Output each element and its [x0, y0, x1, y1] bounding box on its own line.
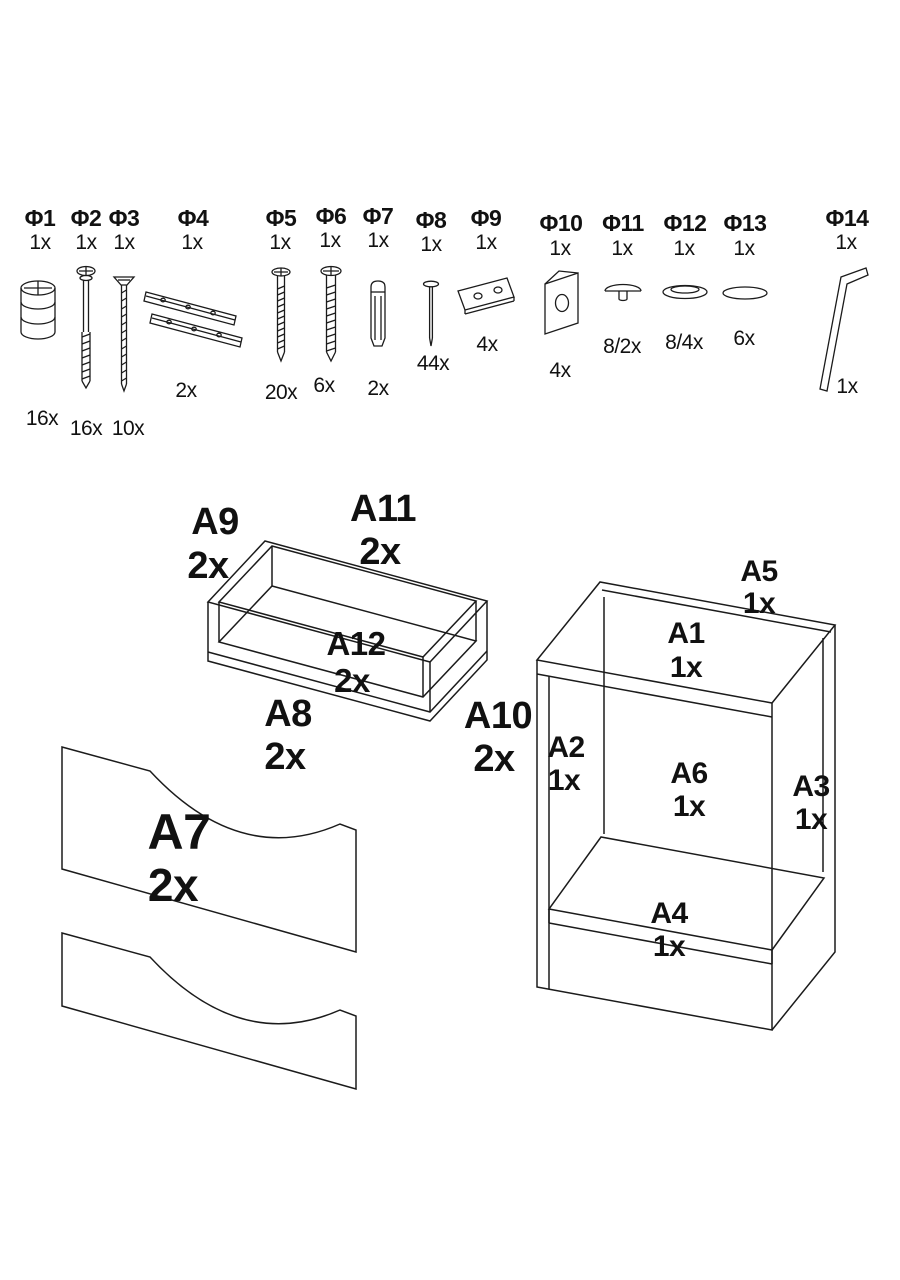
phi6-label: Φ6 — [315, 203, 347, 229]
phi5-unit-count: 1x — [269, 231, 291, 254]
drawer-slide-rails-icon — [143, 291, 243, 348]
wood-screw-long-icon — [271, 267, 291, 363]
a12-label: A12 — [326, 625, 386, 662]
phi12-total-count: 8/4x — [665, 331, 703, 354]
a1-count: 1x — [669, 651, 703, 684]
long-screw-icon — [112, 276, 136, 393]
a9-count: 2x — [187, 545, 229, 587]
phi6-total-count: 6x — [313, 374, 335, 397]
phi9-unit-count: 1x — [475, 231, 497, 254]
cam-lock-icon — [20, 280, 56, 340]
a6-label: A6 — [670, 757, 708, 790]
phi11-total-count: 8/2x — [603, 335, 641, 358]
phi14-label: Φ14 — [825, 205, 869, 231]
a6-count: 1x — [672, 790, 706, 823]
nail-icon — [422, 280, 440, 347]
phi4-unit-count: 1x — [181, 231, 203, 254]
phi2-label: Φ2 — [70, 205, 102, 231]
wood-screw-short-icon — [320, 265, 342, 363]
a11-count: 2x — [359, 531, 401, 573]
a3-label: A3 — [792, 770, 830, 803]
a2-count: 1x — [547, 764, 581, 797]
drawer-box-drawing — [206, 540, 489, 722]
hardware-icons — [20, 265, 869, 393]
phi10-label: Φ10 — [539, 210, 583, 236]
cabinet-drawing — [535, 581, 837, 1031]
phi9-total-count: 4x — [476, 333, 498, 356]
allen-key-icon — [819, 267, 869, 392]
phi14-unit-count: 1x — [835, 231, 857, 254]
phi3-total-count: 10x — [111, 417, 145, 440]
phi8-unit-count: 1x — [420, 233, 442, 256]
phi4-label: Φ4 — [177, 205, 209, 231]
cam-bolt-icon — [76, 265, 96, 390]
cover-cap-icon — [662, 284, 708, 300]
phi1-label: Φ1 — [24, 205, 56, 231]
drawer-front-panels-drawing — [61, 746, 357, 1090]
phi14-total-count: 1x — [836, 375, 858, 398]
phi2-total-count: 16x — [69, 417, 103, 440]
phi1-total-count: 16x — [25, 407, 59, 430]
a2-label: A2 — [547, 731, 585, 764]
a1-label: A1 — [667, 617, 705, 650]
phi8-total-count: 44x — [416, 352, 450, 375]
cover-cap-flat-icon — [722, 286, 768, 300]
corner-bracket-icon — [544, 270, 579, 335]
a9-label: A9 — [191, 501, 239, 543]
phi2-unit-count: 1x — [75, 231, 97, 254]
phi7-unit-count: 1x — [367, 229, 389, 252]
phi12-label: Φ12 — [663, 210, 707, 236]
phi13-total-count: 6x — [733, 327, 755, 350]
a5-label: A5 — [740, 555, 778, 588]
phi3-unit-count: 1x — [113, 231, 135, 254]
a7-label: A7 — [147, 804, 211, 860]
phi12-unit-count: 1x — [673, 237, 695, 260]
a5-count: 1x — [742, 587, 776, 620]
a12-count: 2x — [334, 662, 370, 699]
a8-label: A8 — [264, 693, 312, 735]
phi6-unit-count: 1x — [319, 229, 341, 252]
a4-count: 1x — [652, 930, 686, 963]
phi10-unit-count: 1x — [549, 237, 571, 260]
phi4-total-count: 2x — [175, 379, 197, 402]
phi11-unit-count: 1x — [611, 237, 633, 260]
phi13-unit-count: 1x — [733, 237, 755, 260]
phi11-label: Φ11 — [602, 210, 644, 236]
a3-count: 1x — [794, 803, 828, 836]
a7-count: 2x — [147, 859, 199, 911]
cover-cap-small-icon — [604, 283, 642, 302]
phi5-label: Φ5 — [265, 205, 297, 231]
phi13-label: Φ13 — [723, 210, 767, 236]
phi7-label: Φ7 — [362, 203, 394, 229]
a10-count: 2x — [473, 738, 515, 780]
connector-plate-icon — [457, 277, 515, 315]
phi3-label: Φ3 — [108, 205, 140, 231]
wall-plug-icon — [370, 280, 386, 347]
phi5-total-count: 20x — [264, 381, 298, 404]
a8-count: 2x — [264, 736, 306, 778]
a10-label: A10 — [463, 695, 533, 737]
phi7-total-count: 2x — [367, 377, 389, 400]
phi1-unit-count: 1x — [29, 231, 51, 254]
phi10-total-count: 4x — [549, 359, 571, 382]
a4-label: A4 — [650, 897, 688, 930]
phi9-label: Φ9 — [470, 205, 502, 231]
a11-label: A11 — [349, 488, 417, 530]
phi8-label: Φ8 — [415, 207, 447, 233]
